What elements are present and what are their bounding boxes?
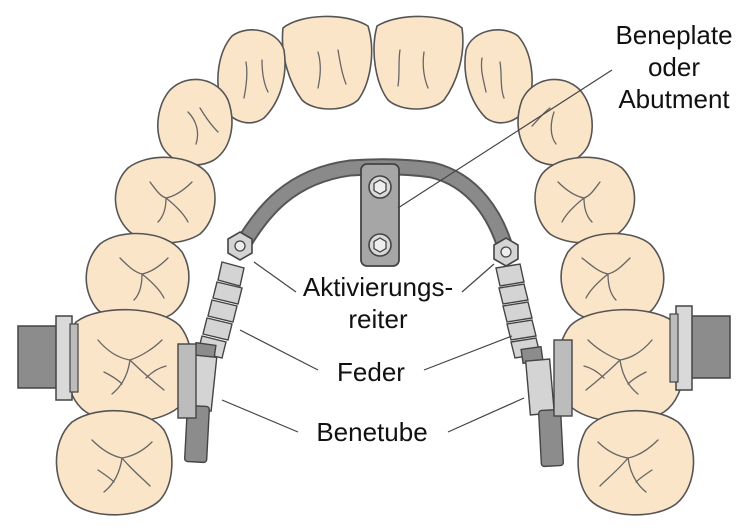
- lingual-attachment-left: [177, 343, 197, 419]
- tooth-upper-canine-left: [157, 78, 233, 166]
- label-benetube: Benetube: [316, 417, 427, 447]
- tooth-upper-first-premolar-right: [534, 156, 636, 244]
- label-beneplate-line3: Abutment: [618, 84, 730, 114]
- tooth-upper-second-molar-left: [55, 409, 173, 516]
- leader-feder-right: [423, 335, 513, 371]
- leader-feder-left: [239, 329, 319, 371]
- screw-icon: [368, 233, 392, 257]
- buccal-attachment-right: [669, 305, 731, 391]
- leader-beneplate: [397, 69, 613, 209]
- dental-arch: [55, 15, 695, 516]
- label-aktivierung-line1: Aktivierungs-: [303, 272, 453, 302]
- benetube-right: [520, 345, 564, 468]
- activation-nut-left: [227, 231, 253, 261]
- leader-aktivierung-right: [461, 263, 495, 293]
- tooth-upper-second-premolar-right: [560, 232, 665, 324]
- lingual-attachment-right: [553, 339, 573, 417]
- spring-right: [495, 263, 541, 359]
- leader-aktivierung-left: [253, 261, 297, 293]
- beneplate: [360, 163, 400, 267]
- leader-lines: [221, 69, 613, 433]
- tooth-upper-canine-right: [517, 78, 593, 166]
- activation-nut-right: [493, 237, 519, 267]
- tooth-upper-lateral-incisor-left: [217, 29, 286, 124]
- tooth-upper-second-premolar-left: [85, 232, 190, 324]
- tooth-upper-first-molar-left: [64, 308, 194, 423]
- label-beneplate-line2: oder: [648, 52, 700, 82]
- tooth-upper-first-premolar-left: [114, 156, 216, 244]
- tooth-upper-second-molar-right: [577, 409, 695, 516]
- screw-icon: [368, 175, 392, 199]
- leader-benetube-left: [221, 399, 299, 433]
- label-beneplate-line1: Beneplate: [615, 20, 732, 50]
- leader-benetube-right: [447, 397, 525, 433]
- tooth-upper-central-incisor-right: [373, 15, 464, 110]
- label-aktivierung-line2: reiter: [348, 304, 408, 334]
- spring-left: [197, 261, 245, 359]
- labels: Beneplate oder Abutment Aktivierungs- re…: [303, 20, 733, 447]
- tooth-upper-first-molar-right: [556, 308, 686, 423]
- appliance: [17, 158, 731, 468]
- label-feder: Feder: [337, 357, 405, 387]
- buccal-attachment-left: [17, 315, 79, 401]
- tooth-upper-central-incisor-left: [281, 15, 373, 110]
